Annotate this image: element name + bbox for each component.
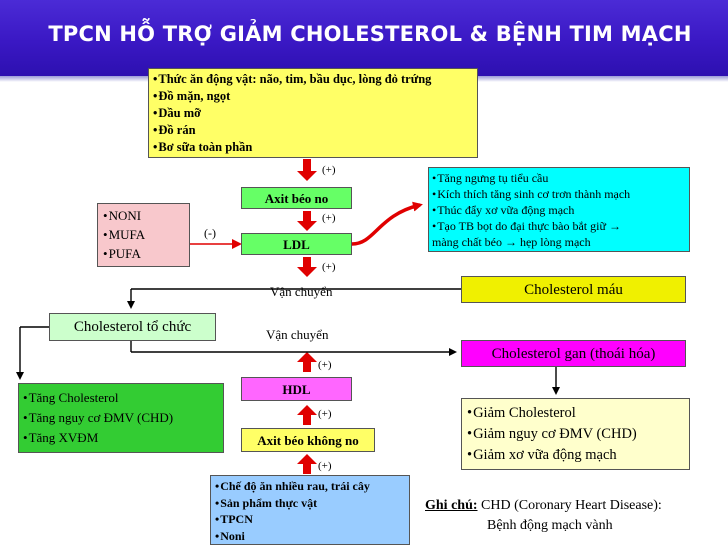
increase-item: Tăng XVĐM — [23, 428, 219, 448]
increase-item: Tăng Cholesterol — [23, 388, 219, 408]
effect-item-cont: màng chất béo → hẹp lòng mạch — [432, 235, 591, 249]
diet-item: TPCN — [215, 511, 405, 528]
arrow-axit-to-ldl — [297, 211, 317, 231]
arrow-hdl-up — [297, 352, 317, 372]
note-line-2: Bệnh động mạch vành — [487, 518, 613, 533]
inhibitor-item: NONI — [103, 206, 184, 225]
diet-sources-box: Chế độ ăn nhiều rau, trái cây Sản phẩm t… — [210, 475, 410, 545]
note-label: Ghi chú: — [425, 498, 478, 513]
arrow-ldl-to-chol — [297, 257, 317, 277]
diet-item: Chế độ ăn nhiều rau, trái cây — [215, 478, 405, 495]
transport-label-1: Vận chuyển — [270, 284, 333, 299]
arrow-axitkhong-to-hdl — [297, 405, 317, 425]
title-banner — [0, 0, 728, 76]
cholesterol-blood-box: Cholesterol máu — [461, 276, 686, 303]
axit-beo-no-box: Axit béo no — [241, 187, 352, 209]
plus-label-6: (+) — [318, 460, 332, 472]
decrease-item: Giảm xơ vữa động mạch — [467, 445, 684, 466]
note-line-1: CHD (Coronary Heart Disease): — [481, 498, 662, 513]
inhibitor-item: PUFA — [103, 244, 184, 263]
plus-label-3: (+) — [322, 261, 336, 273]
food-item: Thức ăn động vật: não, tim, bầu dục, lòn… — [153, 71, 473, 88]
red-arrows — [297, 159, 317, 474]
food-item: Dầu mỡ — [153, 105, 473, 122]
diet-item: Noni — [215, 528, 405, 545]
food-item: Đồ rán — [153, 122, 473, 139]
decrease-item: Giảm Cholesterol — [467, 403, 684, 424]
plus-label-1: (+) — [322, 164, 336, 176]
ldl-effects-arrow — [351, 201, 423, 246]
effect-item: Tăng ngưng tụ tiểu cầu — [432, 170, 686, 186]
food-item: Đồ mặn, ngọt — [153, 88, 473, 105]
decrease-item: Giảm nguy cơ ĐMV (CHD) — [467, 424, 684, 445]
arrow-diet-to-axitkhong — [297, 454, 317, 474]
axit-beo-khong-no-box: Axit béo không no — [241, 428, 375, 452]
page-title: TPCN HỖ TRỢ GIẢM CHOLESTEROL & BỆNH TIM … — [48, 22, 692, 46]
effect-item: Kích thích tăng sinh cơ trơn thành mạch — [432, 186, 686, 202]
effect-item: Tạo TB bọt do đại thực bào bắt giữ → — [432, 218, 686, 234]
transport-label-2: Vận chuyển — [266, 327, 329, 342]
ldl-box: LDL — [241, 233, 352, 255]
footnote: Ghi chú: CHD (Coronary Heart Disease): B… — [425, 496, 725, 536]
decrease-effects-box: Giảm Cholesterol Giảm nguy cơ ĐMV (CHD) … — [461, 398, 690, 470]
cholesterol-tissue-box: Cholesterol tổ chức — [49, 313, 216, 341]
effect-item: Thúc đẩy xơ vữa động mạch — [432, 202, 686, 218]
arrow-food-to-axit — [297, 159, 317, 181]
ldl-effects-box: Tăng ngưng tụ tiểu cầu Kích thích tăng s… — [428, 167, 690, 252]
inhibitor-item: MUFA — [103, 225, 184, 244]
plus-label-5: (+) — [318, 408, 332, 420]
increase-effects-box: Tăng Cholesterol Tăng nguy cơ ĐMV (CHD) … — [18, 383, 224, 453]
minus-label: (-) — [204, 226, 216, 240]
inhibitors-box: NONI MUFA PUFA — [97, 203, 190, 267]
hdl-box: HDL — [241, 377, 352, 401]
plus-label-2: (+) — [322, 212, 336, 224]
cholesterol-liver-box: Cholesterol gan (thoái hóa) — [461, 340, 686, 367]
plus-label-4: (+) — [318, 359, 332, 371]
food-item: Bơ sữa toàn phần — [153, 139, 473, 156]
food-sources-box: Thức ăn động vật: não, tim, bầu dục, lòn… — [148, 68, 478, 158]
diet-item: Sản phẩm thực vật — [215, 495, 405, 512]
increase-item: Tăng nguy cơ ĐMV (CHD) — [23, 408, 219, 428]
